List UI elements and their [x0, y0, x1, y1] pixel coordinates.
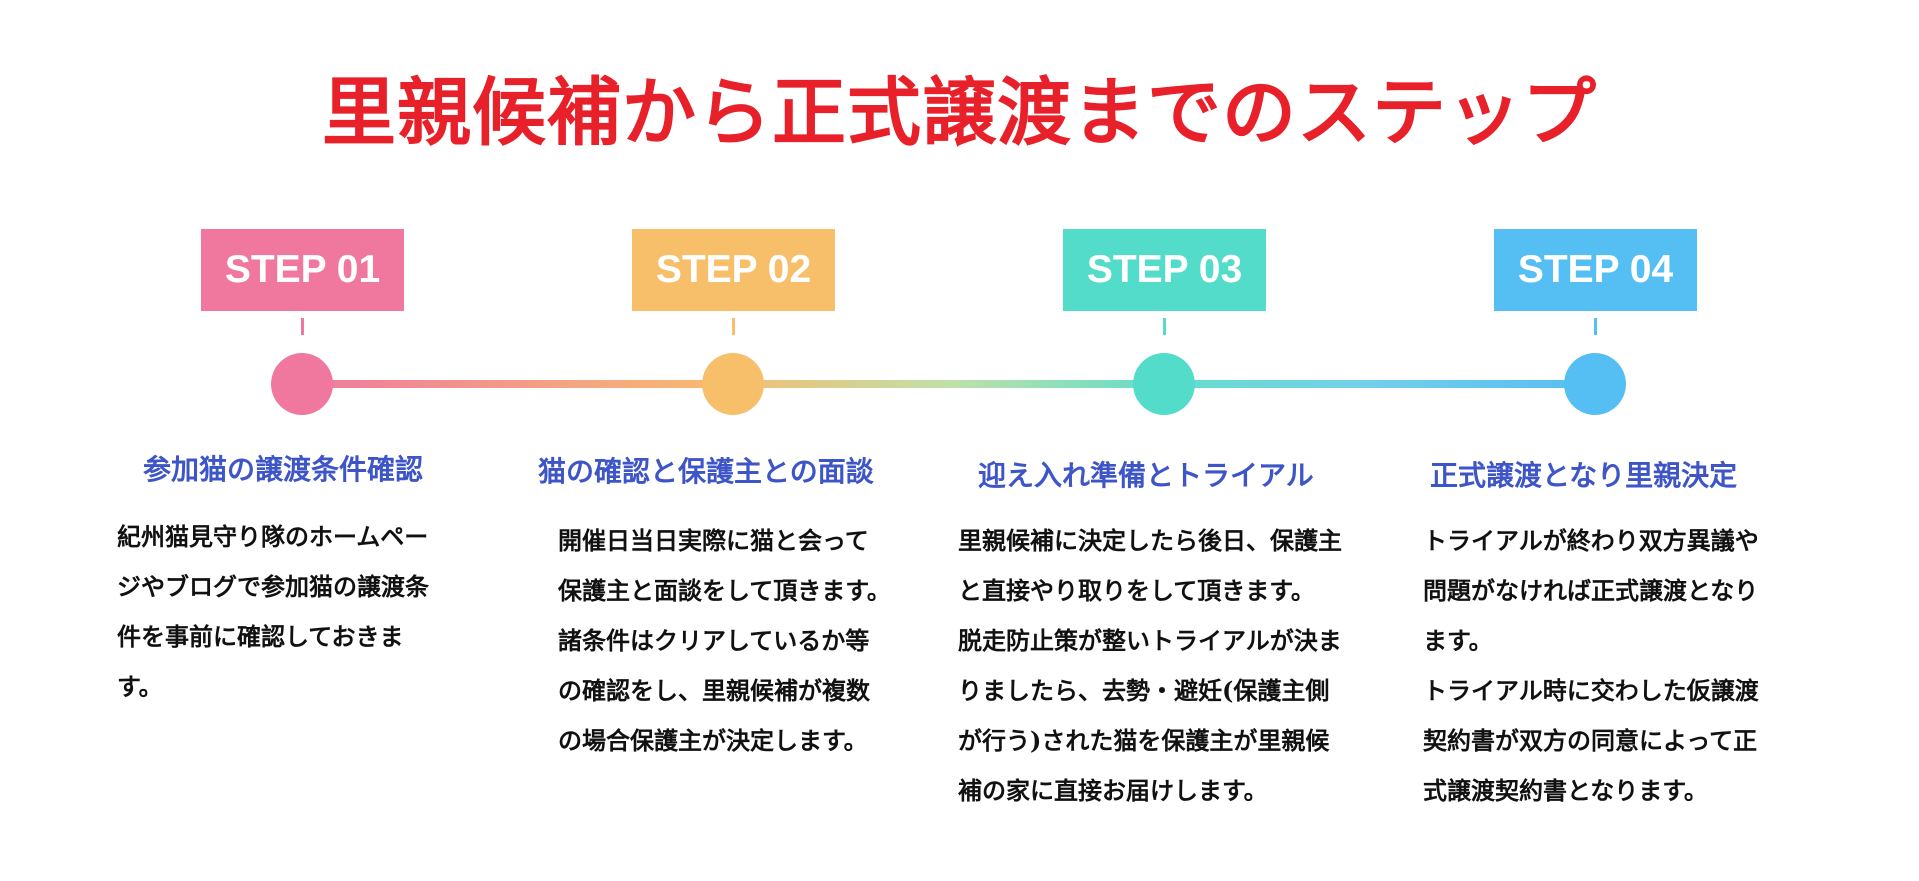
step-02-label-box: STEP 02	[632, 229, 835, 311]
step-01-description: 紀州猫見守り隊のホームペー ジやブログで参加猫の譲渡条 件を事前に確認しておきま…	[117, 522, 429, 701]
step-04-label-box: STEP 04	[1494, 229, 1697, 311]
step-04-node	[1564, 353, 1626, 415]
step-04-heading: 正式譲渡となり里親決定	[1430, 459, 1738, 492]
step-03-description: 里親候補に決定したら後日、保護主 と直接やり取りをして頂きます。 脱走防止策が整…	[958, 526, 1342, 805]
step-03-connector-tick	[1163, 318, 1166, 335]
step-02-heading: 猫の確認と保護主との面談	[538, 455, 874, 488]
step-01-connector-tick	[301, 318, 304, 335]
step-04-description: トライアルが終わり双方異議や 問題がなければ正式譲渡となり ます。 トライアル時…	[1423, 526, 1759, 805]
step-03-node	[1133, 353, 1195, 415]
timeline-line	[300, 380, 1600, 388]
step-01-label-box: STEP 01	[201, 229, 404, 311]
step-03-heading: 迎え入れ準備とトライアル	[978, 459, 1314, 492]
step-02-description: 開催日当日実際に猫と会って 保護主と面談をして頂きます。 諸条件はクリアしている…	[558, 526, 891, 755]
step-02-connector-tick	[732, 318, 735, 335]
step-01-node	[271, 353, 333, 415]
step-02-node	[702, 353, 764, 415]
step-01-heading: 参加猫の譲渡条件確認	[143, 453, 424, 486]
page-title: 里親候補から正式譲渡までのステップ	[322, 70, 1597, 156]
step-03-label-box: STEP 03	[1063, 229, 1266, 311]
step-04-connector-tick	[1594, 318, 1597, 335]
